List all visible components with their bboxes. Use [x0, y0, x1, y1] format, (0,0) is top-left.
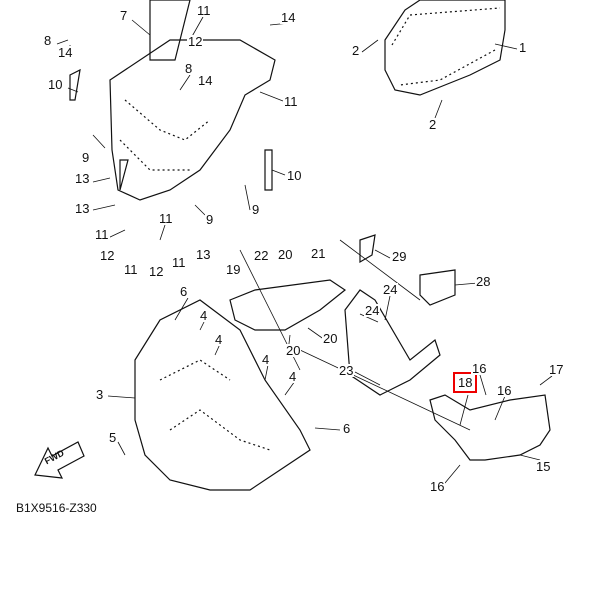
callout-label: 10: [286, 168, 303, 183]
callout-label: 23: [338, 363, 355, 378]
callout-label: 20: [277, 247, 294, 262]
callout-label: 12: [99, 248, 116, 263]
callout-label: 1: [518, 40, 528, 55]
callout-label: 11: [94, 227, 110, 242]
callout-label: 8: [43, 33, 53, 48]
highlighted-callout-18[interactable]: 18: [452, 372, 478, 393]
callout-label: 7: [119, 8, 129, 23]
callout-label: 12: [187, 34, 204, 49]
callout-label: 6: [179, 284, 189, 299]
callout-label: 24: [364, 303, 381, 318]
callout-label: 20: [285, 343, 302, 358]
callout-label: 14: [57, 45, 74, 60]
callout-label: 9: [251, 202, 261, 217]
callout-label: 6: [342, 421, 352, 436]
callout-label: 12: [148, 264, 165, 279]
callout-label: 17: [548, 362, 565, 377]
callout-label: 16: [471, 361, 488, 376]
leader-lines: [56, 16, 553, 484]
callout-label: 4: [199, 308, 209, 323]
callout-label: 10: [47, 77, 64, 92]
callout-label: 11: [283, 94, 299, 109]
callout-label: 29: [391, 249, 408, 264]
lower-cowling-part: [134, 299, 311, 491]
callout-label: 4: [261, 352, 271, 367]
callout-label: 21: [310, 246, 327, 261]
callout-label: 4: [288, 369, 298, 384]
callout-label: 24: [382, 282, 399, 297]
callout-label: 8: [184, 61, 194, 76]
callout-label: 2: [428, 117, 438, 132]
air-duct-part: [229, 279, 347, 331]
callout-label: 16: [496, 383, 513, 398]
callout-label: 20: [322, 331, 339, 346]
fwd-arrow-icon: [34, 441, 85, 479]
callout-label: 14: [197, 73, 214, 88]
callout-label: 11: [196, 3, 212, 18]
callout-label: 4: [214, 332, 224, 347]
diagram-code: B1X9516-Z330: [16, 501, 97, 515]
callout-label: 9: [205, 212, 215, 227]
windshield-part: [384, 0, 506, 96]
callout-label: 5: [108, 430, 118, 445]
callout-label: 14: [280, 10, 297, 25]
upper-cowling-part: [109, 39, 276, 201]
callout-label: 13: [195, 247, 212, 262]
callout-label: 16: [429, 479, 446, 494]
callout-label: 9: [81, 150, 91, 165]
callout-label: 11: [123, 262, 139, 277]
stay-bracket-part: [359, 234, 376, 264]
under-cover-part: [429, 394, 551, 461]
callout-label: 11: [158, 211, 174, 226]
callout-label: 19: [225, 262, 242, 277]
callout-label: 2: [351, 43, 361, 58]
callout-label: 13: [74, 171, 91, 186]
callout-label: 13: [74, 201, 91, 216]
callout-label: 22: [253, 248, 270, 263]
callout-label: 28: [475, 274, 492, 289]
callout-label: 11: [171, 255, 187, 270]
callout-label: 15: [535, 459, 552, 474]
callout-label: 3: [95, 387, 105, 402]
